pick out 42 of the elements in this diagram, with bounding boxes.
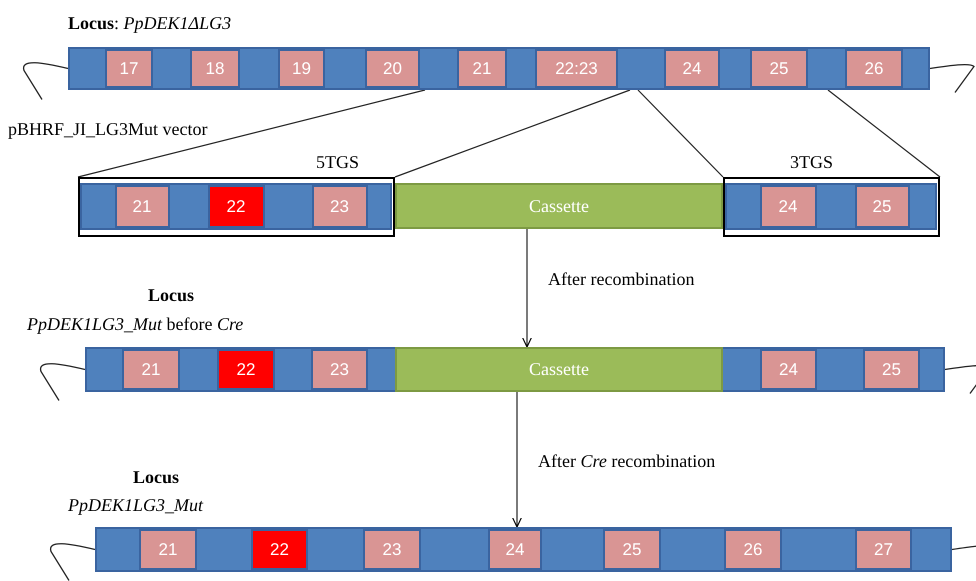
exon-block: 23 bbox=[363, 529, 421, 570]
exon-block: 23 bbox=[312, 185, 368, 228]
exon-block: 21 bbox=[457, 49, 507, 88]
exon-block: 26 bbox=[724, 529, 782, 570]
exon-block: 26 bbox=[845, 49, 903, 88]
exon-block: 22 bbox=[251, 529, 308, 570]
arrow bbox=[522, 229, 532, 348]
exon-block: 24 bbox=[664, 49, 720, 88]
cassette-segment: Cassette bbox=[395, 347, 723, 392]
exon-block: 25 bbox=[603, 529, 661, 570]
exon-block: 22:23 bbox=[535, 49, 618, 88]
exon-block: 20 bbox=[365, 49, 420, 88]
exon-block: 21 bbox=[122, 349, 180, 390]
locus-heading: Locus bbox=[133, 466, 180, 488]
locus-name: PpDEK1LG3_Mut bbox=[68, 494, 203, 516]
exon-block: 24 bbox=[760, 349, 817, 390]
mapping-line bbox=[638, 90, 724, 178]
exon-block: 23 bbox=[311, 349, 368, 390]
exon-block: 21 bbox=[114, 185, 170, 228]
mapping-line bbox=[828, 90, 940, 178]
exon-block: 27 bbox=[855, 529, 912, 570]
exon-block: 24 bbox=[488, 529, 542, 570]
exon-block: 18 bbox=[190, 49, 240, 88]
exon-block: 25 bbox=[863, 349, 920, 390]
exon-block: 22 bbox=[217, 349, 275, 390]
mapping-line bbox=[394, 89, 630, 178]
locus-name: PpDEK1LG3_Mut before Cre bbox=[27, 313, 244, 335]
locus-heading: Locus bbox=[148, 284, 194, 306]
exon-block: 22 bbox=[208, 185, 264, 228]
box-label: 3TGS bbox=[790, 151, 834, 173]
box-label: 5TGS bbox=[316, 151, 360, 173]
exon-block: 25 bbox=[854, 185, 910, 228]
exon-block: 19 bbox=[278, 49, 325, 88]
exon-block: 17 bbox=[105, 49, 153, 88]
exon-block: 25 bbox=[750, 49, 808, 88]
mapping-line bbox=[78, 89, 426, 178]
locus-heading: Locus: PpDEK1ΔLG3 bbox=[68, 12, 232, 34]
exon-block: 24 bbox=[760, 185, 816, 228]
arrow bbox=[512, 392, 522, 528]
vector-label: pBHRF_JI_LG3Mut vector bbox=[8, 118, 208, 140]
cassette-segment: Cassette bbox=[395, 183, 723, 229]
exon-block: 21 bbox=[139, 529, 197, 570]
